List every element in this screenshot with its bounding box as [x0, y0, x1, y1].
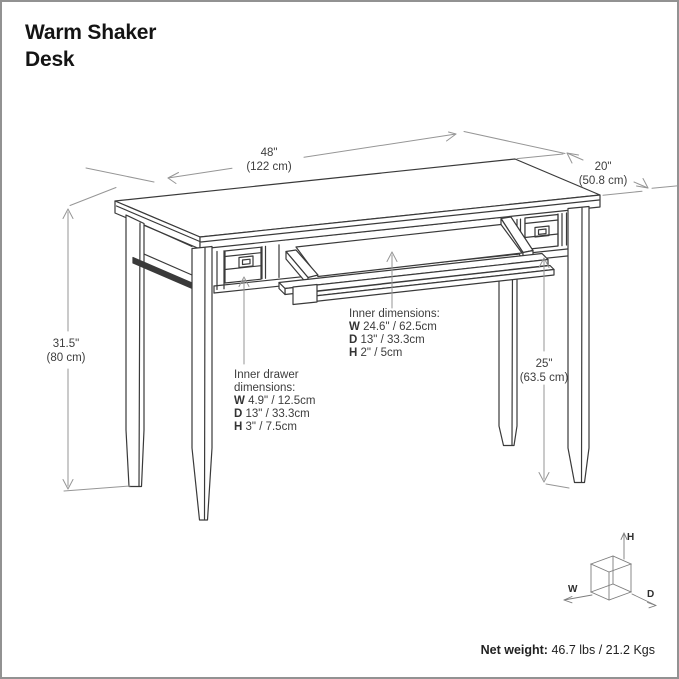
rear-right-leg — [498, 258, 518, 447]
desk-group — [114, 158, 601, 521]
right-drawer — [524, 213, 559, 251]
inner-dimensions-heading: Inner dimensions: — [349, 308, 440, 320]
drawer-dimensions-heading1: Inner drawer — [234, 369, 299, 381]
height-dimension-label: 31.5" (80 cm) — [16, 338, 116, 365]
width-dimension-line — [85, 131, 566, 184]
tray-leader-arrow — [386, 251, 398, 309]
axis-letter: H — [234, 421, 243, 433]
page-title-line2: Desk — [25, 48, 75, 71]
cube-d-label: D — [647, 589, 655, 600]
width-dimension-label: 48" (122 cm) — [199, 147, 339, 174]
width-cm: (122 cm) — [246, 160, 292, 173]
axis-letter: H — [349, 347, 358, 359]
left-drawer-knob-icon — [238, 255, 254, 269]
drawer-dimensions-row-h: H 3" / 7.5cm — [234, 421, 315, 434]
inner-dimensions-row-d: D 13" / 33.3cm — [349, 334, 440, 347]
axis-value: 24.6" / 62.5cm — [363, 321, 437, 333]
right-drawer-knob-icon — [534, 225, 550, 238]
drawer-dimensions-heading2: dimensions: — [234, 382, 296, 394]
depth-cm: (50.8 cm) — [578, 174, 628, 187]
page-title: Warm Shaker Desk — [25, 19, 156, 73]
width-inches: 48" — [260, 147, 278, 159]
rear-left-leg — [125, 214, 145, 488]
axis-letter: W — [234, 395, 245, 407]
axis-value: 13" / 33.3cm — [245, 408, 310, 420]
front-left-leg — [191, 245, 213, 521]
desktop — [114, 158, 601, 250]
height-inches: 31.5" — [52, 338, 80, 350]
depth-inches: 20" — [594, 161, 612, 173]
depth-dimension-line — [516, 152, 677, 196]
depth-dimension-label: 20" (50.8 cm) — [553, 161, 653, 188]
cube-w-label: W — [568, 584, 578, 595]
height-cm: (80 cm) — [46, 351, 86, 364]
axis-value: 3" / 7.5cm — [245, 421, 297, 433]
drawer-dimensions-row-d: D 13" / 33.3cm — [234, 408, 315, 421]
drawer-leader-arrow — [238, 276, 250, 365]
wdh-cube-icon — [563, 532, 657, 609]
axis-letter: W — [349, 321, 360, 333]
drawer-dimensions-row-w: W 4.9" / 12.5cm — [234, 395, 315, 408]
left-drawer — [224, 246, 262, 284]
page-title-line1: Warm Shaker — [25, 21, 157, 44]
inner-dimensions-block: Inner dimensions: W 24.6" / 62.5cm D 13"… — [349, 308, 440, 360]
axis-letter: D — [349, 334, 358, 346]
cube-h-label: H — [627, 532, 635, 543]
inner-dimensions-row-w: W 24.6" / 62.5cm — [349, 321, 440, 334]
net-weight-value: 46.7 lbs / 21.2 Kgs — [551, 643, 655, 657]
leg-height-dimension-label: 25" (63.5 cm) — [494, 358, 594, 385]
dimension-lines — [62, 131, 677, 492]
front-right-leg — [567, 205, 590, 484]
keyboard-tray — [278, 216, 555, 306]
leg-height-dimension-line — [538, 257, 570, 489]
inner-dimensions-row-h: H 2" / 5cm — [349, 347, 440, 360]
axis-value: 4.9" / 12.5cm — [248, 395, 316, 407]
axis-value: 13" / 33.3cm — [360, 334, 425, 346]
axis-value: 2" / 5cm — [360, 347, 403, 359]
inner-drawer-dimensions-block: Inner drawer dimensions: W 4.9" / 12.5cm… — [234, 369, 315, 434]
net-weight: Net weight: 46.7 lbs / 21.2 Kgs — [481, 643, 655, 657]
axis-letter: D — [234, 408, 243, 420]
leg-height-inches: 25" — [535, 358, 553, 370]
height-dimension-line — [62, 187, 131, 492]
net-weight-label: Net weight: — [480, 643, 548, 657]
leg-height-cm: (63.5 cm) — [519, 371, 569, 384]
